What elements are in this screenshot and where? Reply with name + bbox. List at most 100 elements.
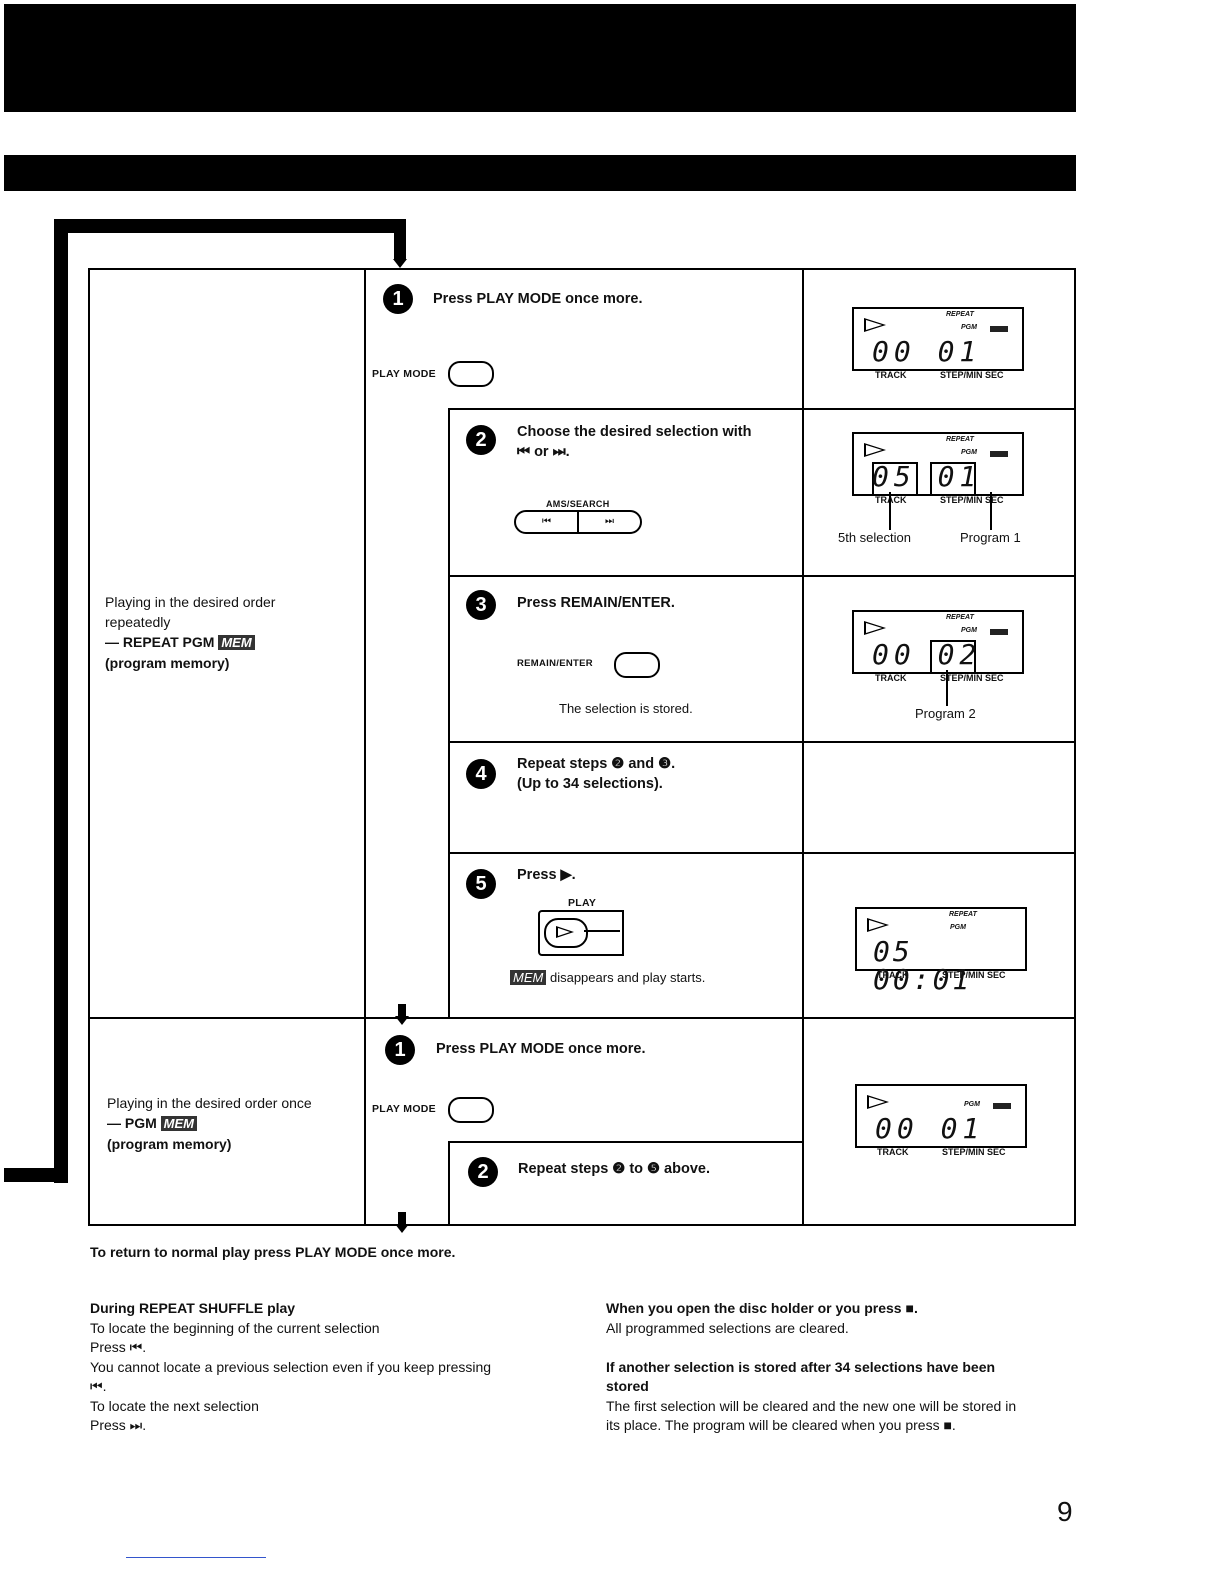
step-number-3: 3 bbox=[466, 590, 496, 620]
time-label: STEP/MIN SEC bbox=[942, 970, 1006, 980]
flow-arrow-icon bbox=[395, 1016, 409, 1025]
footnote-line: All programmed selections are cleared. bbox=[606, 1319, 849, 1336]
footnote-line: Press ⏭. bbox=[90, 1417, 147, 1433]
lcd-digits: 05 01 bbox=[872, 460, 982, 493]
track-label: TRACK bbox=[877, 1147, 909, 1157]
title-line: Repeat steps ❷ and ❸. bbox=[517, 756, 676, 772]
row-line-2 bbox=[448, 575, 1075, 577]
mem-indicator bbox=[990, 629, 1008, 635]
title-line: ⏮ or ⏭. bbox=[517, 444, 570, 460]
play-indicator-inner bbox=[869, 920, 885, 930]
lcd-digits: 00 01 bbox=[872, 335, 982, 368]
play-mode-button[interactable] bbox=[448, 1097, 494, 1123]
step-number-2: 2 bbox=[466, 425, 496, 455]
lcd-display: REPEAT PGM 00 02 bbox=[852, 610, 1024, 674]
button-label: PLAY MODE bbox=[372, 1103, 436, 1115]
footnote-line: To locate the next selection bbox=[90, 1397, 259, 1414]
play-indicator-inner bbox=[869, 1097, 885, 1107]
row-line-4 bbox=[448, 852, 1075, 854]
bottom-rule bbox=[126, 1557, 266, 1558]
mem-badge: MEM bbox=[510, 970, 547, 985]
play-button-line bbox=[584, 930, 620, 932]
callout-program-1: Program 1 bbox=[960, 530, 1021, 545]
flow-arrow-icon bbox=[393, 259, 407, 268]
mem-indicator bbox=[993, 1103, 1011, 1109]
pgm-indicator: PGM bbox=[964, 1101, 980, 1108]
repeat-indicator: REPEAT bbox=[946, 436, 974, 443]
title-line: (Up to 34 selections). bbox=[517, 776, 663, 792]
footnote-spacer bbox=[606, 1338, 1076, 1358]
track-label: TRACK bbox=[877, 970, 909, 980]
callout-line bbox=[946, 670, 948, 706]
ams-search-button[interactable]: ⏮ ⏭ bbox=[514, 510, 642, 534]
table-border-left bbox=[88, 268, 90, 1226]
once-section-label: Playing in the desired order once — PGM … bbox=[107, 1093, 357, 1154]
flow-connector bbox=[398, 1212, 406, 1224]
flow-bracket-bottom bbox=[4, 1168, 68, 1182]
repeat-indicator: REPEAT bbox=[946, 311, 974, 318]
track-label: TRACK bbox=[875, 673, 907, 683]
return-note: To return to normal play press PLAY MODE… bbox=[90, 1244, 456, 1260]
row-line-1 bbox=[448, 408, 1075, 410]
repeat-section-label: Playing in the desired order repeatedly … bbox=[105, 592, 355, 673]
play-icon-inner bbox=[558, 928, 570, 936]
footnote-heading: stored bbox=[606, 1378, 649, 1394]
table-divider-inner-2 bbox=[448, 1141, 450, 1226]
step-note: The selection is stored. bbox=[559, 701, 693, 716]
step-title: Press PLAY MODE once more. bbox=[436, 1041, 646, 1057]
play-mode-button[interactable] bbox=[448, 361, 494, 387]
step-highlight bbox=[930, 640, 976, 674]
pgm-indicator: PGM bbox=[961, 449, 977, 456]
lcd-digits: 00 01 bbox=[875, 1112, 985, 1145]
flow-bracket-top bbox=[54, 219, 406, 233]
label-line: repeatedly bbox=[105, 614, 171, 630]
play-button[interactable] bbox=[538, 910, 624, 956]
table-divider-1 bbox=[364, 268, 366, 1226]
footnote-line: To locate the beginning of the current s… bbox=[90, 1319, 380, 1336]
section-line bbox=[88, 1017, 1075, 1019]
label-line: Playing in the desired order once bbox=[107, 1095, 312, 1111]
footnote-heading: During REPEAT SHUFFLE play bbox=[90, 1300, 296, 1316]
step-title: Press ▶. bbox=[517, 867, 576, 883]
track-highlight bbox=[872, 462, 918, 496]
footnote-right: When you open the disc holder or you pre… bbox=[606, 1299, 1076, 1436]
step-number-1: 1 bbox=[383, 284, 413, 314]
table-divider-inner bbox=[448, 408, 450, 1018]
flow-connector bbox=[394, 219, 406, 259]
footnote-heading: If another selection is stored after 34 … bbox=[606, 1358, 996, 1375]
lcd-digits: 00 02 bbox=[872, 638, 982, 671]
skip-forward-icon[interactable]: ⏭ bbox=[605, 516, 614, 527]
footnote-line: You cannot locate a previous selection e… bbox=[90, 1358, 492, 1375]
subheader-bar bbox=[4, 155, 1076, 191]
lcd-display: REPEAT PGM 05 00:01 bbox=[855, 907, 1027, 994]
button-label: PLAY MODE bbox=[372, 368, 436, 380]
repeat-indicator: REPEAT bbox=[946, 614, 974, 621]
skip-back-icon[interactable]: ⏮ bbox=[516, 512, 579, 532]
label-line: Playing in the desired order bbox=[105, 594, 276, 610]
pgm-indicator: PGM bbox=[961, 627, 977, 634]
mem-indicator bbox=[990, 326, 1008, 332]
mem-indicator bbox=[990, 451, 1008, 457]
step-highlight bbox=[930, 462, 976, 496]
remain-enter-button[interactable] bbox=[614, 652, 660, 678]
play-button-face[interactable] bbox=[544, 918, 588, 948]
mode-text: — REPEAT PGM bbox=[105, 634, 215, 650]
step-title: Repeat steps ❷ to ❺ above. bbox=[518, 1161, 710, 1177]
title-line: Choose the desired selection with bbox=[517, 424, 752, 440]
button-label: AMS/SEARCH bbox=[546, 499, 610, 509]
step-number-1: 1 bbox=[385, 1035, 415, 1065]
step-title: Repeat steps ❷ and ❸. (Up to 34 selectio… bbox=[517, 754, 675, 794]
footnote-line: ⏮. bbox=[90, 1378, 107, 1394]
time-label: STEP/MIN SEC bbox=[942, 1147, 1006, 1157]
flow-bracket-left bbox=[54, 219, 68, 1183]
flow-arrow-icon bbox=[395, 1224, 409, 1233]
pgm-indicator: PGM bbox=[950, 924, 966, 931]
play-indicator-inner bbox=[866, 320, 882, 330]
callout-program-2: Program 2 bbox=[915, 706, 976, 721]
footnote-heading: When you open the disc holder or you pre… bbox=[606, 1300, 918, 1316]
lcd-digits: 05 00:01 bbox=[873, 935, 973, 996]
header-bar bbox=[4, 4, 1076, 112]
repeat-indicator: REPEAT bbox=[949, 911, 977, 918]
time-label: STEP/MIN SEC bbox=[940, 370, 1004, 380]
button-label: REMAIN/ENTER bbox=[517, 658, 593, 669]
